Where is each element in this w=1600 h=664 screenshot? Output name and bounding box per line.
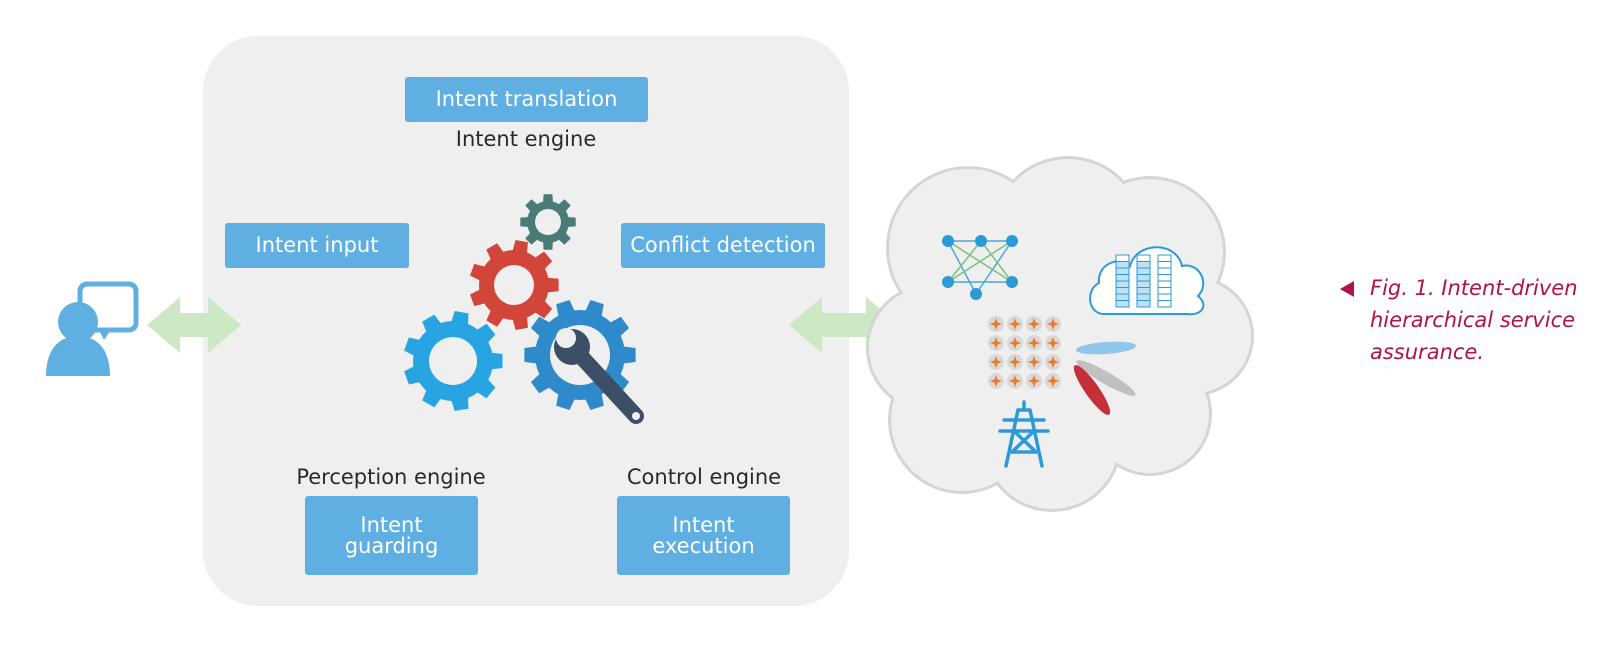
grid-node [1007,354,1023,370]
caption-line-3: assurance. [1370,340,1485,364]
gears-icon [404,194,644,424]
storage-cell [1136,274,1151,282]
grid-node [988,316,1004,332]
storage-cell [1115,293,1130,301]
control-engine-label: Control engine [626,465,782,489]
storage-cell [1136,300,1151,308]
storage-cell [1115,274,1130,282]
intent-guarding-line2: guarding [344,533,439,558]
antenna-beams-icon [1073,341,1136,415]
caption-line-1: Fig. 1. Intent-driven [1370,276,1578,300]
grid-node [988,354,1004,370]
caption-line-2: hierarchical service [1370,308,1576,332]
storage-cell [1136,261,1151,269]
grid-node [988,373,1004,389]
grid-node [1007,335,1023,351]
grid-node [1045,316,1061,332]
storage-cell [1136,293,1151,301]
grid-node [1026,354,1042,370]
storage-cell [1115,267,1130,275]
transmission-tower-icon [998,400,1050,468]
storage-cell [1157,280,1172,288]
caption-marker-icon [1340,281,1354,297]
grid-node [988,335,1004,351]
node-grid-icon [988,316,1061,389]
teal-gear-hole [535,209,561,235]
storage-cell [1136,267,1151,275]
storage-cell [1115,300,1130,308]
figure-caption: Fig. 1. Intent-driven hierarchical servi… [1370,272,1590,368]
intent-guarding-box: Intent guarding [305,496,478,575]
storage-cell [1157,293,1172,301]
intent-engine-label: Intent engine [455,127,597,151]
grid-node [1045,335,1061,351]
grid-node [1007,373,1023,389]
intent-guarding-line1: Intent [360,512,423,537]
storage-cell [1157,300,1172,308]
grid-node [1026,316,1042,332]
storage-cell [1115,254,1130,262]
intent-input-box: Intent input [225,223,409,268]
grid-node [1026,335,1042,351]
network-icon [942,235,1018,300]
storage-cell [1115,261,1130,269]
storage-cell [1157,254,1172,262]
storage-cell [1157,287,1172,295]
perception-engine-label: Perception engine [296,465,486,489]
intent-execution-line2: execution [652,533,755,558]
intent-translation-box: Intent translation [405,77,648,122]
grid-node [1007,316,1023,332]
grid-node [1045,354,1061,370]
storage-cell [1136,287,1151,295]
cloud-storage-icon [1089,246,1205,316]
storage-cell [1157,267,1172,275]
storage-cell [1115,280,1130,288]
light-blue-gear-hole [429,337,477,385]
intent-execution-box: Intent execution [617,496,790,575]
intent-execution-line1: Intent [672,512,735,537]
wrench-icon [554,328,644,424]
storage-cell [1157,261,1172,269]
conflict-detection-box: Conflict detection [621,223,825,268]
red-gear-hole [494,265,534,305]
storage-cell [1136,280,1151,288]
left-double-arrow [147,297,241,353]
grid-node [1026,373,1042,389]
network-cloud [866,156,1254,512]
user-chat-icon [46,281,139,376]
grid-node [1045,373,1061,389]
storage-cell [1157,274,1172,282]
storage-cell [1115,287,1130,295]
storage-cell [1136,254,1151,262]
